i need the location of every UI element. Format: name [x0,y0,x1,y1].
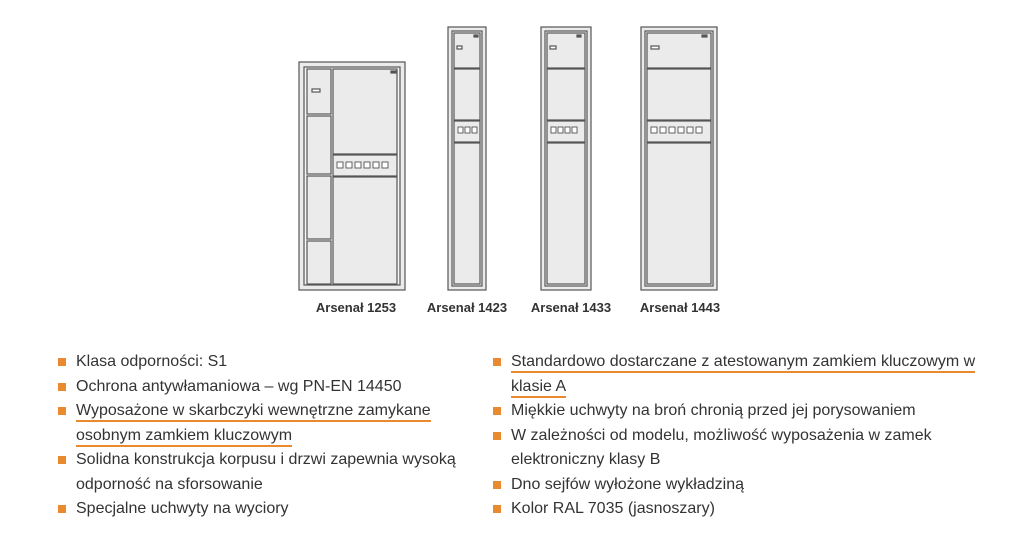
feature-text: Ochrona antywłamaniowa – wg PN-EN 14450 [76,377,402,395]
feature-text: Miękkie uchwyty na broń chronią przed je… [511,402,916,419]
feature-text: Specjalne uchwyty na wyciory [76,500,289,517]
caption-arsenal-1443: Arsenał 1443 [639,300,721,315]
caption-arsenal-1253: Arsenał 1253 [315,300,397,315]
list-item: Kolor RAL 7035 (jasnoszary) [493,497,993,522]
safe-arsenal-1253 [298,61,406,291]
feature-text: Wyposażone w skarbczyki wewnętrzne zamyk… [76,402,431,447]
caption-arsenal-1433: Arsenał 1433 [530,300,612,315]
feature-list-right: Standardowo dostarczane z atestowanym za… [493,350,993,522]
list-item: Solidna konstrukcja korpusu i drzwi zape… [58,448,478,497]
feature-text: Dno sejfów wyłożone wykładziną [511,475,744,493]
safe-arsenal-1433 [540,26,592,291]
list-item: Ochrona antywłamaniowa – wg PN-EN 14450 [58,375,478,400]
safe-arsenal-1443 [640,26,718,291]
list-item: Klasa odporności: S1 [58,350,478,375]
list-item: Wyposażone w skarbczyki wewnętrzne zamyk… [58,399,478,448]
list-item: Specjalne uchwyty na wyciory [58,497,478,522]
list-item: Standardowo dostarczane z atestowanym za… [493,350,993,399]
list-item: W zależności od modelu, możliwość wyposa… [493,424,993,473]
feature-text: Standardowo dostarczane z atestowanym za… [511,353,976,398]
feature-text: W zależności od modelu, możliwość wyposa… [511,426,932,469]
safes-illustration [298,26,718,291]
caption-arsenal-1423: Arsenał 1423 [426,300,508,315]
product-lineup: Arsenał 1253 Arsenał 1423 Arsenał 1433 A… [298,26,721,315]
list-item: Dno sejfów wyłożone wykładziną [493,473,993,498]
feature-list-left: Klasa odporności: S1 Ochrona antywłamani… [58,350,478,522]
feature-text: Kolor RAL 7035 (jasnoszary) [511,500,715,517]
feature-text: Solidna konstrukcja korpusu i drzwi zape… [76,451,456,493]
list-item: Miękkie uchwyty na broń chronią przed je… [493,399,993,424]
safe-arsenal-1423 [447,26,487,291]
feature-text: Klasa odporności: S1 [76,353,228,370]
